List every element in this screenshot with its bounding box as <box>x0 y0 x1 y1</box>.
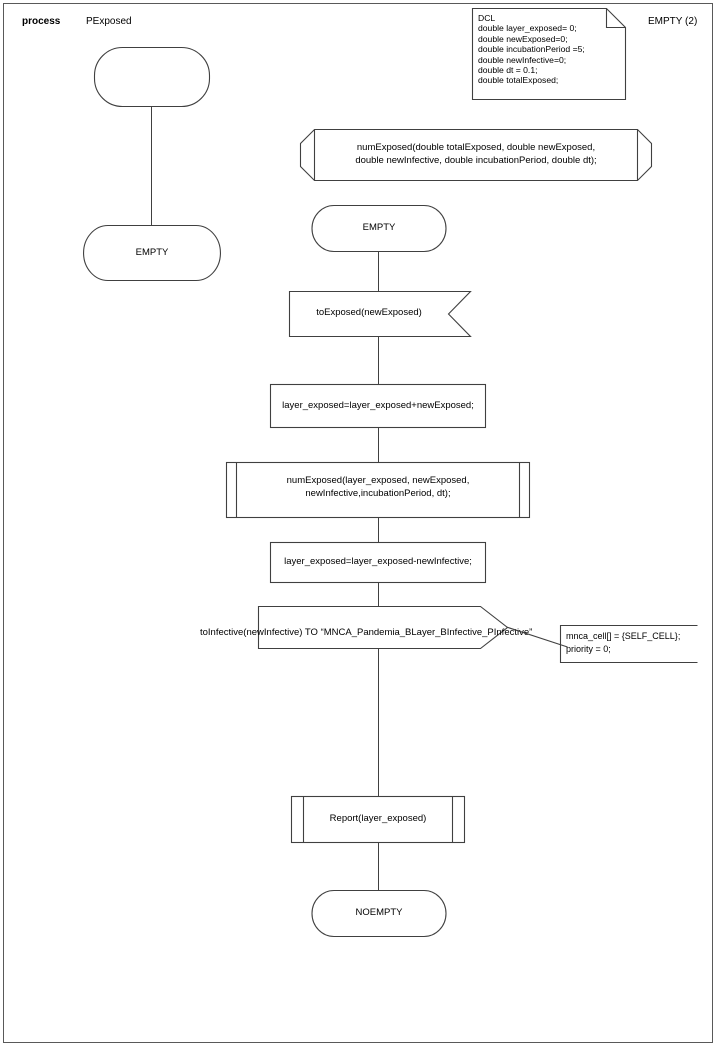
procedure-declaration-symbol[interactable] <box>299 128 653 182</box>
connector-state-to-input <box>378 252 379 291</box>
state-empty-left[interactable] <box>83 224 221 282</box>
connector-task2-to-output <box>378 583 379 606</box>
header-keyword-process: process <box>22 16 61 27</box>
task-subtract-symbol[interactable] <box>269 541 487 584</box>
procedure-call-report-symbol[interactable] <box>290 795 466 844</box>
comment-note-symbol[interactable] <box>559 624 698 664</box>
state-empty-main[interactable] <box>311 204 447 253</box>
connector-call-to-task2 <box>378 518 379 542</box>
comment-note-text: mnca_cell[] = {SELF_CELL}; priority = 0; <box>566 631 681 654</box>
task-add-symbol[interactable] <box>269 383 487 429</box>
header-page-indicator: EMPTY (2) <box>648 16 698 27</box>
header-process-name: PExposed <box>86 16 132 27</box>
comment-connector-line <box>506 626 568 648</box>
dcl-declaration-text: DCL double layer_exposed= 0; double newE… <box>478 13 585 86</box>
connector-report-to-noempty <box>378 843 379 890</box>
dcl-declaration-box[interactable] <box>471 7 627 101</box>
connector-task1-to-call <box>378 428 379 462</box>
procedure-call-numexposed-symbol[interactable] <box>225 461 531 519</box>
connector-input-to-task1 <box>378 337 379 384</box>
connector-output-to-report <box>378 649 379 796</box>
start-symbol[interactable] <box>93 46 211 108</box>
state-noempty-symbol[interactable] <box>311 889 447 938</box>
connector-start-to-empty <box>151 107 152 225</box>
output-signal-symbol[interactable] <box>257 605 509 650</box>
input-signal-symbol[interactable] <box>288 290 472 338</box>
